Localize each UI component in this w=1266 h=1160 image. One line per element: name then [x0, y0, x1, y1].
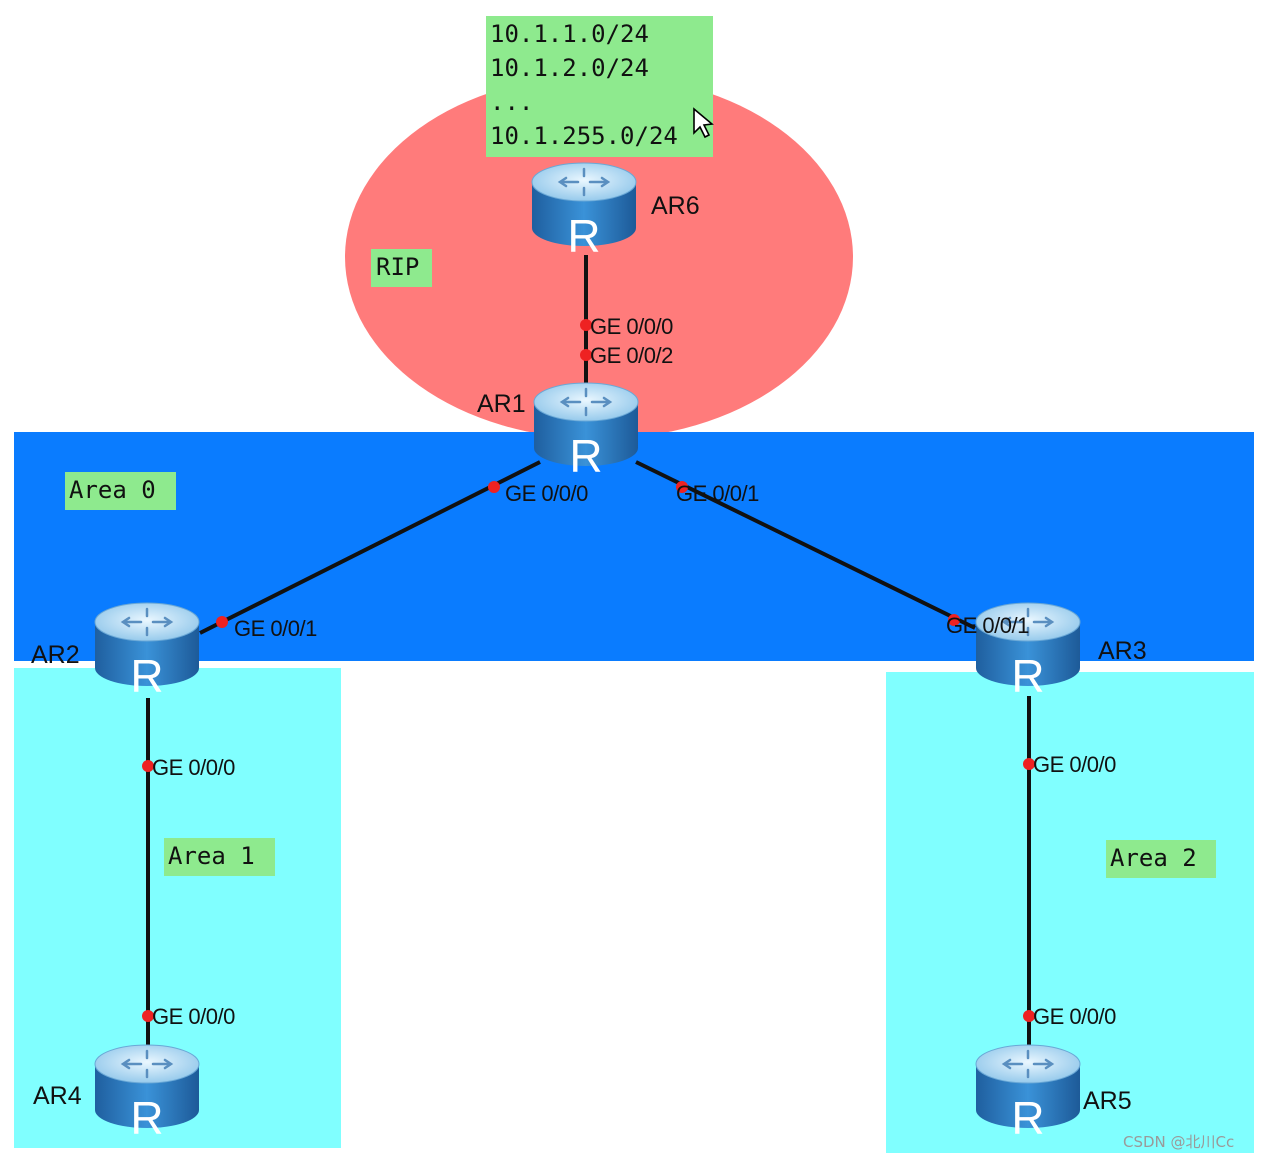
area2-label-box [1106, 840, 1216, 878]
port-label: GE 0/0/0 [505, 481, 588, 506]
port-label: GE 0/0/0 [152, 1004, 235, 1029]
link-ar1-ar3 [635, 460, 976, 630]
router-ar2[interactable]: R [93, 601, 201, 702]
area0-label: Area 0 [69, 476, 156, 504]
network-entry: 10.1.1.0/24 [490, 20, 649, 48]
port-dot [142, 1010, 154, 1022]
link-ar1-ar2 [199, 460, 541, 635]
network-list-box [486, 16, 713, 157]
port-dot [1023, 758, 1035, 770]
port-label: GE 0/0/0 [590, 314, 673, 339]
rip-zone [345, 75, 853, 439]
router-letter: R [1011, 650, 1044, 702]
port-label: GE 0/0/1 [676, 481, 759, 506]
router-ar1[interactable]: R [532, 381, 640, 482]
router-ar6[interactable]: R [530, 161, 638, 262]
port-dot [948, 614, 960, 626]
port-dot [1023, 1010, 1035, 1022]
watermark: CSDN @北川Cc [1123, 1133, 1234, 1151]
router-letter: R [130, 650, 163, 702]
port-label: GE 0/0/2 [590, 343, 673, 368]
network-ellipsis: ... [490, 88, 533, 116]
network-entry: 10.1.2.0/24 [490, 54, 649, 82]
router-label-ar6: AR6 [651, 192, 700, 220]
router-ar3[interactable]: R [974, 601, 1082, 702]
rip-label-box [371, 249, 432, 287]
router-label-ar3: AR3 [1098, 637, 1147, 665]
router-label-ar1: AR1 [477, 390, 526, 418]
router-ar4[interactable]: R [93, 1043, 201, 1144]
router-letter: R [569, 430, 602, 482]
mouse-cursor-icon [693, 107, 714, 139]
port-label: GE 0/0/0 [1033, 752, 1116, 777]
area1-label: Area 1 [168, 842, 255, 870]
router-letter: R [1011, 1092, 1044, 1144]
port-dot [488, 481, 500, 493]
port-dots [142, 319, 1035, 1022]
links [146, 255, 1031, 1050]
area2-label: Area 2 [1110, 844, 1197, 872]
port-label: GE 0/0/0 [152, 755, 235, 780]
router-label-ar2: AR2 [31, 641, 80, 669]
port-dot [676, 481, 688, 493]
router-letter: R [567, 210, 600, 262]
port-dot [580, 349, 592, 361]
port-label: GE 0/0/1 [234, 616, 317, 641]
port-label: GE 0/0/1 [946, 613, 1029, 638]
router-label-ar4: AR4 [33, 1082, 82, 1110]
area0-label-box [65, 472, 176, 510]
router-ar5[interactable]: R [974, 1043, 1082, 1144]
port-dot [580, 319, 592, 331]
port-dot [216, 616, 228, 628]
area1-label-box [164, 838, 275, 876]
rip-label: RIP [376, 253, 419, 281]
port-label: GE 0/0/0 [1033, 1004, 1116, 1029]
port-dot [142, 760, 154, 772]
router-letter: R [130, 1092, 163, 1144]
network-entry: 10.1.255.0/24 [490, 122, 678, 150]
router-label-ar5: AR5 [1083, 1087, 1132, 1115]
